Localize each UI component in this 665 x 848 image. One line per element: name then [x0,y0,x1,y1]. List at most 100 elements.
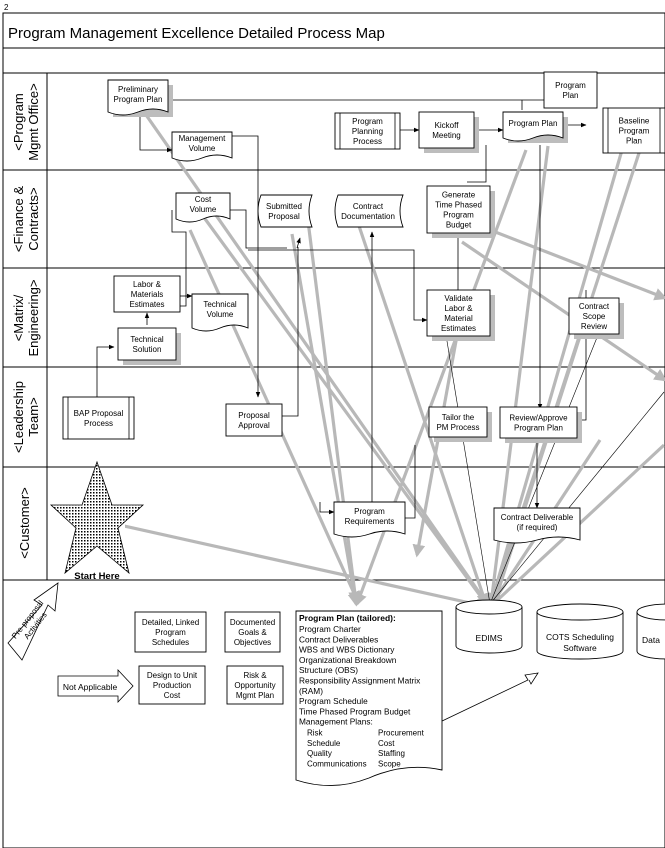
management-plan-item: Scope [378,759,401,768]
program-plan-contents: Program Plan (tailored): Program Charter… [295,610,443,786]
data-repository[interactable]: Data [636,603,665,660]
process-box-shape [426,185,491,234]
management-plan-item: Schedule [307,739,341,748]
not-applicable-arrow: Not Applicable [57,668,134,704]
lane-label-customer: <Customer> [17,487,32,559]
info-flow-arrow [198,211,489,608]
plan-contents-item: Program Charter [299,624,361,634]
document-shape [502,111,564,142]
contract-deliverable-node[interactable]: Contract Deliverable(if required) [493,507,581,544]
process-box-shape [418,111,475,149]
lane-label-leadership: <LeadershipTeam> [11,381,41,453]
management-plan-item: Communications [307,759,367,768]
info-flow-arrow [484,226,665,301]
stored-data-shape [334,194,404,228]
lane-label-finance: <Finance &Contracts> [11,186,41,252]
management-plan-item: Quality [307,749,332,758]
info-flow-arrow [290,233,361,607]
not-applicable-label: Not Applicable [63,682,118,692]
page-title: Program Management Excellence Detailed P… [8,25,385,42]
predefined-process-shape [602,107,665,154]
process-box-shape [426,289,491,337]
page-frame [2,12,665,848]
document-shape [175,192,231,223]
document-shape [107,79,169,116]
process-box-shape [568,297,620,335]
process-box-shape [226,665,284,705]
process-box-shape [113,275,181,313]
plan-contents-item: Management Plans: [299,717,373,727]
process-box-shape [499,406,578,439]
plan-contents-item: Program Schedule [299,696,368,706]
corner-mark: 2 [4,3,9,12]
predefined-process-shape [62,396,135,440]
process-box-shape [224,611,281,653]
plan-contents-item: (RAM) [299,686,323,696]
info-flow-arrow [461,240,665,382]
document-shape [333,501,406,538]
process-box-shape [428,406,488,438]
edims-feed-line [489,329,601,605]
process-box-shape [117,327,177,361]
plan-contents-item: Organizational Breakdown [299,655,397,665]
document-shape [493,507,581,544]
start-star[interactable] [49,460,145,575]
edims-repository[interactable]: EDIMS [455,599,523,654]
plan-contents-item: Contract Deliverables [299,634,378,644]
lane-label-pmo: <ProgramMgmt Office> [11,83,41,160]
swimlane-labels: <ProgramMgmt Office> <Finance &Contracts… [11,83,41,558]
management-plan-item: Cost [378,739,395,748]
plan-contents-item: WBS and WBS Dictionary [299,645,395,655]
plan-contents-item: Time Phased Program Budget [299,706,411,716]
document-shape [191,293,249,332]
plan-contents-item: Responsibility Assignment Matrix [299,676,421,686]
program-plan-node[interactable]: Program Plan [502,111,568,143]
